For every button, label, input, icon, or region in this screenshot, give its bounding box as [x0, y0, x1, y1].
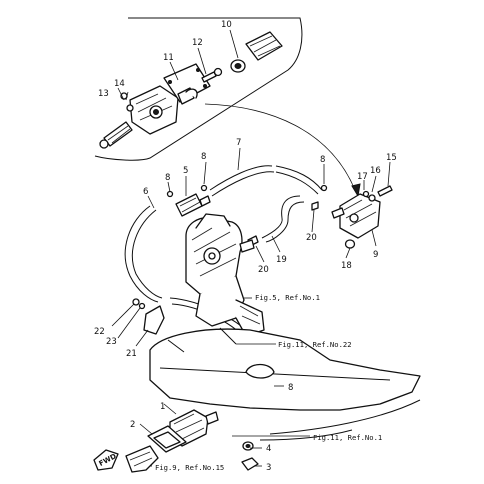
carburetor-outline	[185, 213, 265, 337]
ref-fig11-22-label: Fig.11, Ref.No.22	[278, 340, 352, 349]
part-number-11: 11	[163, 53, 174, 63]
part-number-5: 5	[183, 166, 188, 176]
ref-fig11-1-label: Fig.11, Ref.No.1	[313, 433, 382, 442]
clip-icon	[200, 184, 208, 192]
clip-icon	[320, 184, 328, 192]
part-number-9: 9	[373, 250, 378, 260]
clip-icon	[166, 190, 174, 198]
leader-lines	[111, 29, 391, 467]
inset-frame	[94, 17, 303, 161]
ref-fig9-label: Fig.9, Ref.No.15	[155, 463, 224, 472]
part-number-8b: 8	[165, 173, 170, 183]
fuel-hoses	[124, 165, 323, 345]
part-number-8a: 8	[201, 152, 206, 162]
bracket	[132, 298, 165, 335]
part-number-13: 13	[98, 89, 109, 99]
part-number-7: 7	[236, 138, 241, 148]
fuel-tank	[149, 327, 421, 441]
fuel-cock	[125, 409, 219, 473]
drain-bolt	[241, 441, 259, 471]
part-number-19: 19	[276, 255, 287, 265]
part-number-8c: 8	[320, 155, 325, 165]
fuel-filter	[175, 193, 211, 217]
clamp-icon	[311, 201, 319, 211]
part-number-labels: 1 2 20 3 4 5 6 7 8 8 8 8 9 10 11 12 13 1…	[94, 20, 397, 473]
part-number-23: 23	[106, 337, 117, 347]
part-number-3b: 3	[266, 463, 271, 473]
part-number-17: 17	[357, 172, 368, 182]
part-number-6: 6	[143, 187, 148, 197]
part-number-10: 10	[221, 20, 232, 30]
fuel-pump	[331, 185, 393, 249]
ref-fig5-label: Fig.5, Ref.No.1	[255, 293, 320, 302]
part-number-2: 2	[130, 420, 135, 430]
fuel-pump-exploded	[99, 31, 283, 149]
forward-arrow-icon: FWD	[93, 449, 119, 471]
part-number-12: 12	[192, 38, 203, 48]
part-number-8d: 8	[288, 383, 293, 393]
part-number-16: 16	[370, 166, 381, 176]
part-number-14: 14	[114, 79, 125, 89]
part-number-20a: 20	[258, 265, 269, 275]
part-number-22: 22	[94, 327, 105, 337]
part-number-18: 18	[341, 261, 352, 271]
part-number-21: 21	[126, 349, 137, 359]
part-number-4: 4	[266, 444, 271, 454]
part-number-1: 1	[160, 402, 165, 412]
part-number-15: 15	[386, 153, 397, 163]
part-number-20b: 20	[306, 233, 317, 243]
assembly-arrow	[204, 103, 356, 191]
reference-labels: Fig.5, Ref.No.1 Fig.11, Ref.No.22 Fig.11…	[155, 293, 382, 472]
